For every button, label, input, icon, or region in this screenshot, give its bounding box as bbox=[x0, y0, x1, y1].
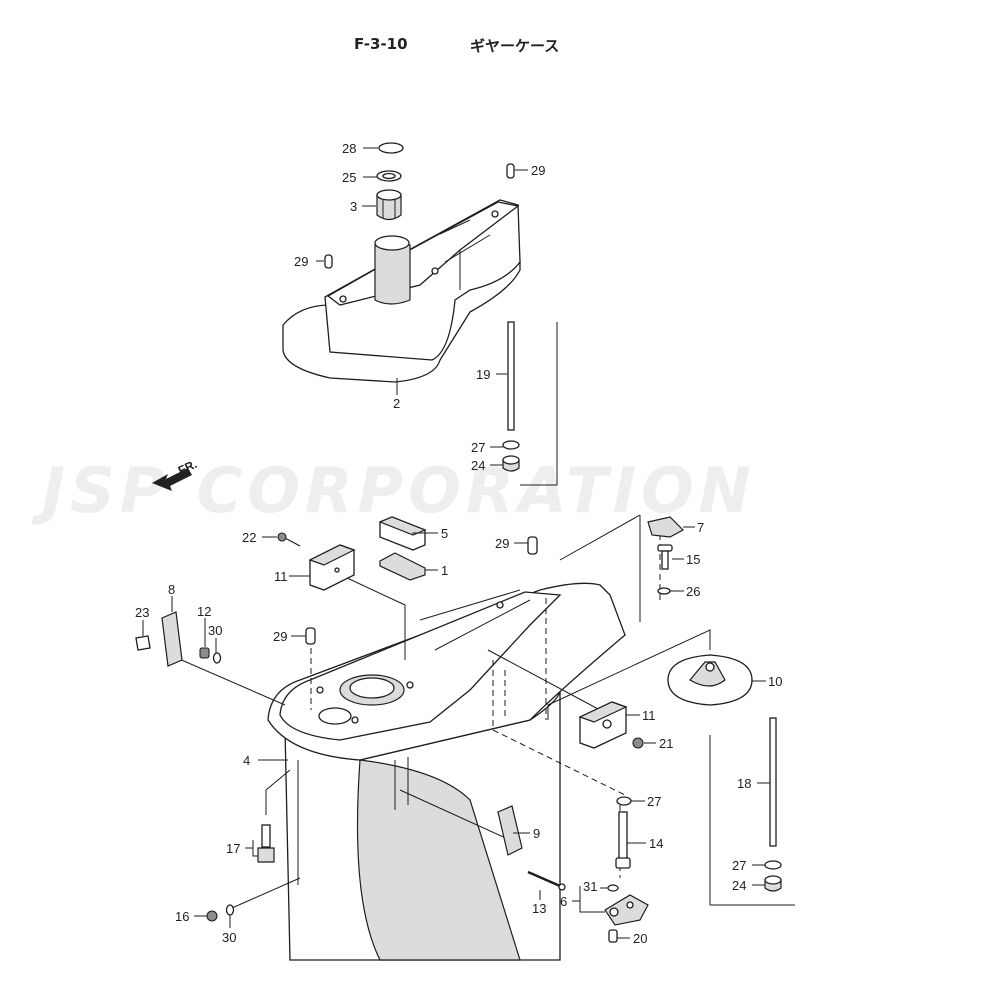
bolt-22 bbox=[277, 532, 301, 547]
dowel-29-mid bbox=[527, 536, 538, 555]
label-part-14: 14 bbox=[649, 836, 663, 851]
washer-26 bbox=[657, 587, 671, 595]
part-number-labels: 28 25 3 29 29 2 19 27 24 22 5 1 11 29 7 … bbox=[135, 141, 782, 946]
plug-16 bbox=[206, 910, 218, 922]
bolt-21 bbox=[632, 737, 644, 749]
washer-27-mid bbox=[616, 796, 632, 806]
dowel-29-left bbox=[324, 254, 333, 269]
circlip-28 bbox=[378, 142, 404, 154]
nut-24-lower bbox=[764, 875, 782, 892]
label-part-21: 21 bbox=[659, 736, 673, 751]
bearing-3 bbox=[376, 189, 402, 221]
nut-24-upper bbox=[502, 455, 520, 472]
label-part-27-upper: 27 bbox=[471, 440, 485, 455]
anode-11-left bbox=[308, 544, 356, 591]
gasket-30-upper bbox=[212, 652, 222, 664]
label-part-29-mid: 29 bbox=[495, 536, 509, 551]
label-part-3: 3 bbox=[350, 199, 357, 214]
washer-27-upper bbox=[502, 440, 520, 450]
grill-8 bbox=[161, 611, 183, 667]
gear-case bbox=[267, 582, 626, 961]
gasket-30-lower bbox=[225, 904, 235, 916]
label-part-29-lower: 29 bbox=[273, 629, 287, 644]
anode-6 bbox=[604, 894, 649, 926]
label-part-28: 28 bbox=[342, 141, 356, 156]
label-part-11-left: 11 bbox=[274, 569, 288, 584]
label-part-13: 13 bbox=[532, 901, 546, 916]
dowel-29-lower bbox=[305, 627, 316, 645]
callout-leaders bbox=[142, 147, 770, 939]
label-part-12: 12 bbox=[197, 604, 211, 619]
stud-19 bbox=[507, 321, 515, 431]
bolt-20 bbox=[608, 929, 618, 943]
label-part-7: 7 bbox=[697, 520, 704, 535]
label-part-25: 25 bbox=[342, 170, 356, 185]
label-part-24-upper: 24 bbox=[471, 458, 485, 473]
label-part-9: 9 bbox=[533, 826, 540, 841]
plate-1 bbox=[379, 552, 426, 581]
label-part-27-mid: 27 bbox=[647, 794, 661, 809]
bolt-13 bbox=[527, 870, 566, 891]
bolt-15 bbox=[657, 544, 673, 570]
cap-7 bbox=[647, 516, 684, 538]
label-part-29-top: 29 bbox=[531, 163, 545, 178]
cover-5 bbox=[378, 516, 427, 551]
nut-23 bbox=[135, 635, 151, 651]
trim-tab-10 bbox=[667, 654, 753, 706]
plug-12 bbox=[199, 647, 210, 659]
label-part-5: 5 bbox=[441, 526, 448, 541]
washer-31 bbox=[607, 884, 619, 892]
stud-18 bbox=[769, 717, 777, 847]
watermark: JSP CORPORATION bbox=[31, 454, 756, 527]
label-part-27-lower: 27 bbox=[732, 858, 746, 873]
label-part-30-lower: 30 bbox=[222, 930, 236, 945]
grill-9 bbox=[497, 805, 523, 856]
label-part-2: 2 bbox=[393, 396, 400, 411]
label-part-17: 17 bbox=[226, 841, 240, 856]
label-part-4: 4 bbox=[243, 753, 250, 768]
leader-lines bbox=[169, 514, 795, 909]
page-code: F-3-10 bbox=[354, 35, 408, 53]
label-part-29-left: 29 bbox=[294, 254, 308, 269]
label-part-16: 16 bbox=[175, 909, 189, 924]
label-part-26: 26 bbox=[686, 584, 700, 599]
bolt-17 bbox=[257, 824, 275, 863]
anode-11-right bbox=[578, 701, 628, 749]
label-part-23: 23 bbox=[135, 605, 149, 620]
label-part-19: 19 bbox=[476, 367, 490, 382]
label-part-18: 18 bbox=[737, 776, 751, 791]
label-part-22: 22 bbox=[242, 530, 256, 545]
page-title: ギヤーケース bbox=[470, 37, 560, 55]
dowel-29-top bbox=[506, 163, 515, 179]
washer-25 bbox=[376, 170, 402, 182]
label-part-31: 31 bbox=[583, 879, 597, 894]
upper-casing bbox=[282, 199, 521, 383]
bolt-14 bbox=[615, 811, 631, 869]
label-part-24-lower: 24 bbox=[732, 878, 746, 893]
label-part-1: 1 bbox=[441, 563, 448, 578]
watermark-text: JSP CORPORATION bbox=[31, 454, 756, 527]
label-part-15: 15 bbox=[686, 552, 700, 567]
label-part-10: 10 bbox=[768, 674, 782, 689]
label-part-30-upper: 30 bbox=[208, 623, 222, 638]
label-part-8: 8 bbox=[168, 582, 175, 597]
washer-27-lower bbox=[764, 860, 782, 870]
label-part-11-right: 11 bbox=[642, 708, 656, 723]
label-part-6: 6 bbox=[560, 894, 567, 909]
label-part-20: 20 bbox=[633, 931, 647, 946]
